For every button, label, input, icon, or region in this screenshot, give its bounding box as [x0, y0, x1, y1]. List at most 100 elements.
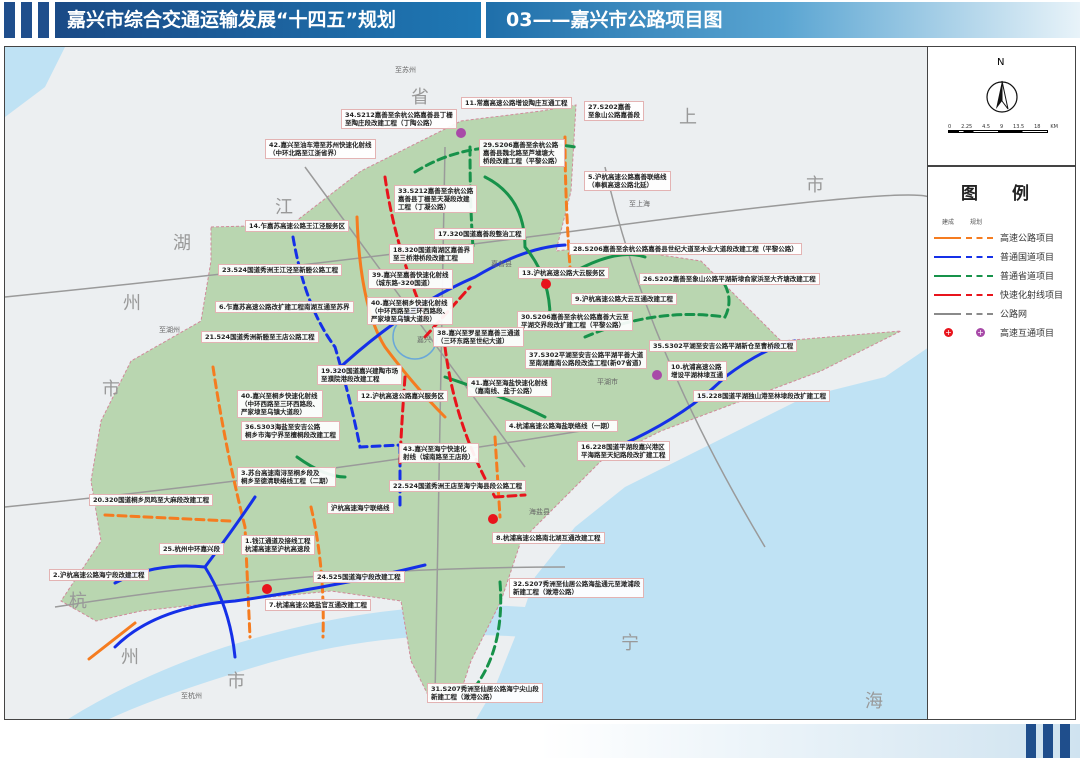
scale-unit: KM — [1050, 124, 1058, 130]
project-label[interactable]: 11.常嘉高速公路增设陶庄互通工程 — [461, 97, 572, 109]
legend-title: 图 例 — [961, 184, 1043, 204]
project-label[interactable]: 28.S206嘉善至余杭公路嘉善县世纪大道至木业大道段改建工程（平黎公路） — [569, 243, 802, 255]
header-bar — [38, 2, 49, 38]
project-label[interactable]: 19.320国道嘉兴建陶市场 至濮院港段改建工程 — [317, 365, 403, 385]
legend-col-planned: 规划 — [970, 219, 983, 226]
scale-tick: 4.5 — [982, 124, 991, 130]
project-label[interactable]: 27.S202嘉善 至象山公路嘉善段 — [584, 101, 644, 121]
header-bar — [21, 2, 32, 38]
project-label[interactable]: 40.嘉兴至桐乡快速化射线 （中环西路至三环西路段、 严家埭至乌镇大道段） — [367, 297, 453, 325]
project-label[interactable]: 43.嘉兴至海宁快速化 射线（城南路至王店段） — [399, 443, 479, 463]
project-label[interactable]: 17.320国道嘉善段整治工程 — [434, 228, 526, 240]
provincial-project-line — [583, 275, 731, 339]
project-label[interactable]: 5.沪杭高速公路嘉善联络线 （奉枫高速公路北延） — [584, 171, 671, 191]
project-label[interactable]: 21.524国道秀洲新塍至王店公路工程 — [201, 331, 319, 343]
project-label[interactable]: 4.杭浦高速公路海盐联络线（一期） — [505, 420, 618, 432]
project-label[interactable]: 9.沪杭高速公路大云互通改建工程 — [571, 293, 677, 305]
project-label[interactable]: 36.S303海盐至安吉公路 桐乡市海宁界至檀桐段改建工程 — [241, 421, 340, 441]
project-label[interactable]: 沪杭高速海宁联络线 — [327, 502, 394, 514]
planned-interchange-icon — [652, 370, 662, 380]
footer-bar — [1060, 724, 1070, 758]
project-label[interactable]: 6.乍嘉苏高速公路改扩建工程南湖互通至苏界 — [215, 301, 354, 313]
built-interchange-icon: + — [944, 328, 953, 337]
place-label: 市 — [806, 175, 824, 196]
project-label[interactable]: 16.228国道平湖段嘉兴港区 平海路至天妃路段改扩建工程 — [577, 441, 670, 461]
place-label: 市 — [102, 379, 120, 400]
legend-label: 普通国道项目 — [1000, 253, 1055, 263]
project-label[interactable]: 13.沪杭高速公路大云服务区 — [518, 267, 610, 279]
project-label[interactable]: 38.嘉兴至罗星至嘉善三通道 （三环东路至世纪大道） — [433, 327, 525, 347]
project-label[interactable]: 7.杭浦高速公路盐官互通改建工程 — [265, 599, 371, 611]
express-project-line — [493, 493, 527, 499]
built-interchange-icon — [488, 514, 498, 524]
project-label[interactable]: 10.杭浦高速公路 增设平湖林埭互通 — [667, 361, 727, 381]
project-label[interactable]: 2.沪杭高速公路海宁段改建工程 — [49, 569, 149, 581]
town-label: 嘉善县 — [491, 260, 512, 268]
legend-label: 快速化射线项目 — [1000, 291, 1064, 301]
interchange-markers — [262, 128, 662, 594]
project-label[interactable]: 12.沪杭高速公路嘉兴服务区 — [357, 390, 449, 402]
place-label: 州 — [121, 647, 139, 668]
header: 嘉兴市综合交通运输发展“十四五”规划 03——嘉兴市公路项目图 — [0, 0, 1080, 40]
project-label[interactable]: 33.S212嘉善至余杭公路 嘉善县丁栅至天凝段改建 工程（丁凝公路） — [394, 185, 478, 213]
project-label[interactable]: 18.320国道南湖区嘉善界 至三桥港桥段改建工程 — [389, 244, 475, 264]
scale-bar: 0 2.25 4.5 9 13.5 18 KM — [948, 124, 1058, 133]
planned-interchange-icon: + — [976, 328, 985, 337]
place-label: 海 — [865, 691, 883, 712]
place-label: 州 — [123, 293, 141, 314]
project-label[interactable]: 23.524国道秀洲王江泾至新塍公路工程 — [218, 264, 343, 276]
project-label[interactable]: 1.钱江通道及接线工程 杭浦高速至沪杭高速段 — [241, 535, 315, 555]
project-label[interactable]: 20.320国道桐乡凤鸣至大麻段改建工程 — [89, 494, 214, 506]
express-project-line — [443, 345, 497, 499]
scale-tick: 9 — [999, 124, 1004, 130]
built-interchange-icon — [262, 584, 272, 594]
project-label[interactable]: 39.嘉兴至嘉善快速化射线 （城东路-320国道） — [368, 269, 453, 289]
place-label: 上 — [679, 107, 697, 128]
legend-item-provincial: 普通省道项目 — [934, 269, 1074, 283]
project-label[interactable]: 8.杭浦高速公路南北湖互通改建工程 — [492, 532, 605, 544]
project-label[interactable]: 29.S206嘉善至余杭公路 嘉善县魏北路至芦墟塘大 桥段改建工程（平黎公路） — [479, 139, 565, 167]
project-label[interactable]: 15.228国道平湖独山港至林埭段改扩建工程 — [693, 390, 831, 402]
town-label: 至苏州 — [395, 66, 416, 74]
legend-item-highway: 高速公路项目 — [934, 231, 1074, 245]
highway-project-line — [563, 135, 572, 269]
national-project-line — [203, 565, 237, 659]
place-label: 湖 — [173, 233, 191, 254]
project-label[interactable]: 22.524国道秀洲王店至海宁海县段公路工程 — [389, 480, 527, 492]
project-label[interactable]: 30.S206嘉善至余杭公路嘉善大云至 平湖交界段改扩建工程（平黎公路） — [517, 311, 633, 331]
project-label[interactable]: 25.杭州中环嘉兴段 — [159, 543, 225, 555]
highway-project-line — [493, 435, 502, 519]
town-label: 至上海 — [629, 200, 650, 208]
town-label: 嘉兴 — [417, 336, 431, 344]
highway-project-line — [211, 365, 252, 639]
project-label[interactable]: 14.乍嘉苏高速公路王江泾服务区 — [245, 220, 350, 232]
legend-panel: N 0 2.25 4.5 9 13.5 18 KM 图 例 建成 规划 高速公路… — [928, 46, 1076, 720]
footer-band — [0, 724, 1080, 758]
north-arrow-icon — [986, 80, 1018, 113]
scale-tick: 0 — [948, 124, 952, 130]
highway-project-line — [87, 621, 137, 661]
lake-water — [5, 47, 65, 117]
legend-label: 高速互通项目 — [1000, 329, 1055, 339]
town-label: 平湖市 — [597, 378, 618, 386]
compass-label: N — [997, 57, 1005, 68]
project-label[interactable]: 31.S207秀洲至仙居公路海宁尖山段 新建工程（澉港公路） — [427, 683, 543, 703]
project-label[interactable]: 24.525国道海宁段改建工程 — [313, 571, 405, 583]
project-label[interactable]: 37.S302平湖至安吉公路平湖平善大道 至南湖嘉南公路段改造工程(新07省道) — [525, 349, 648, 369]
project-label[interactable]: 26.S202嘉善至象山公路平湖新埭俞家浜至大齐塘改建工程 — [639, 273, 820, 285]
town-label: 至湖州 — [159, 326, 180, 334]
national-project-line — [291, 235, 402, 449]
project-label[interactable]: 3.苏台高速南浔至桐乡段及 桐乡至德清联络线工程（二期） — [237, 467, 336, 487]
scale-tick: 13.5 — [1013, 124, 1025, 130]
project-label[interactable]: 42.嘉兴至油车港至苏州快速化射线 （中环北路至江浙省界） — [265, 139, 376, 159]
project-label[interactable]: 32.S207秀洲至仙居公路海盐通元至澉浦段 新建工程（澉港公路） — [509, 578, 645, 598]
road-project-map[interactable]: 省 上 江 湖 州 市 市 杭 州 市 宁 海 嘉善县 平湖市 海盐县 嘉兴 至… — [4, 46, 928, 720]
project-label[interactable]: 41.嘉兴至海盐快速化射线 （嘉南线、盐于公路） — [467, 377, 552, 397]
legend-label: 普通省道项目 — [1000, 272, 1055, 282]
road-network — [5, 146, 927, 698]
project-label[interactable]: 35.S302平湖至安吉公路平湖新仓至曹桥段工程 — [649, 340, 798, 352]
provincial-project-line — [483, 175, 552, 319]
page-subtitle: 03——嘉兴市公路项目图 — [486, 2, 1080, 38]
project-label[interactable]: 40.嘉兴至桐乡快速化射线 （中环西路至三环西路段、 严家埭至乌镇大道段） — [237, 390, 323, 418]
project-label[interactable]: 34.S212嘉善至余杭公路嘉善县丁栅 至陶庄段改建工程（丁陶公路） — [341, 109, 457, 129]
